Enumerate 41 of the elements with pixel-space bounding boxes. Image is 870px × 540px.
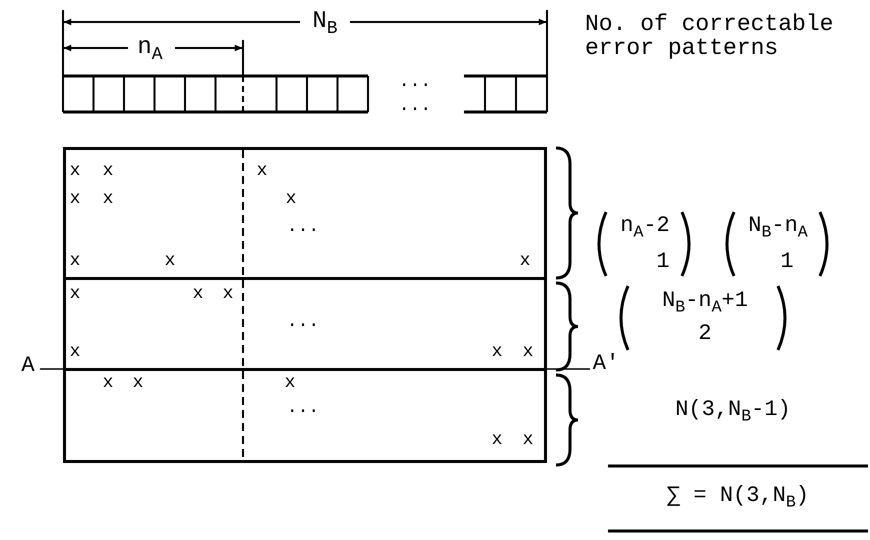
binomial-term: N$_{B}$-n$_{A}$ xyxy=(748,214,808,242)
error-mark: x xyxy=(70,190,80,208)
dimension-label: N$_{B}$ xyxy=(312,10,338,38)
error-mark: x xyxy=(492,343,502,361)
binomial-term: N$_{B}$-n$_{A}$+1 xyxy=(662,290,748,316)
error-mark: x xyxy=(520,252,530,270)
ellipsis: ... xyxy=(398,73,432,91)
error-mark: x xyxy=(522,431,534,449)
binomial-term: 1 xyxy=(656,251,670,273)
error-mark: x xyxy=(102,162,114,180)
error-mark: x xyxy=(192,285,204,303)
ellipsis: ... xyxy=(398,97,432,115)
error-mark: x xyxy=(222,285,234,303)
sum-formula: ∑ = N(3,N$_{B}$) xyxy=(667,484,809,512)
ellipsis: ... xyxy=(286,218,320,236)
error-mark: x xyxy=(70,162,80,180)
error-mark: x xyxy=(286,190,296,208)
error-mark: x xyxy=(284,374,296,392)
error-mark: x xyxy=(132,374,144,392)
error-mark: x xyxy=(492,431,502,449)
error-mark: x xyxy=(70,285,80,303)
section-label: A' xyxy=(592,353,620,375)
error-mark: x xyxy=(522,343,534,361)
error-mark: x xyxy=(164,252,176,270)
count-formula: N(3,N$_{B}$-1) xyxy=(675,398,791,426)
binomial-term: 2 xyxy=(698,323,712,345)
ellipsis: ... xyxy=(286,399,320,417)
error-mark: x xyxy=(256,162,268,180)
error-mark: x xyxy=(102,374,114,392)
error-mark: x xyxy=(70,343,80,361)
dimension-label: n$_{A}$ xyxy=(137,36,163,64)
matrix-row-band xyxy=(63,277,547,371)
matrix-row-band xyxy=(63,368,547,463)
binomial-term: n$_{A}$-2 xyxy=(620,214,670,242)
error-mark: x xyxy=(102,190,114,208)
column-heading: No. of correctable error patterns xyxy=(585,12,834,60)
ellipsis: ... xyxy=(286,313,320,331)
error-mark: x xyxy=(70,252,80,270)
section-label: A xyxy=(21,355,35,377)
matrix-row-band xyxy=(63,147,547,280)
binomial-term: 1 xyxy=(780,251,794,273)
